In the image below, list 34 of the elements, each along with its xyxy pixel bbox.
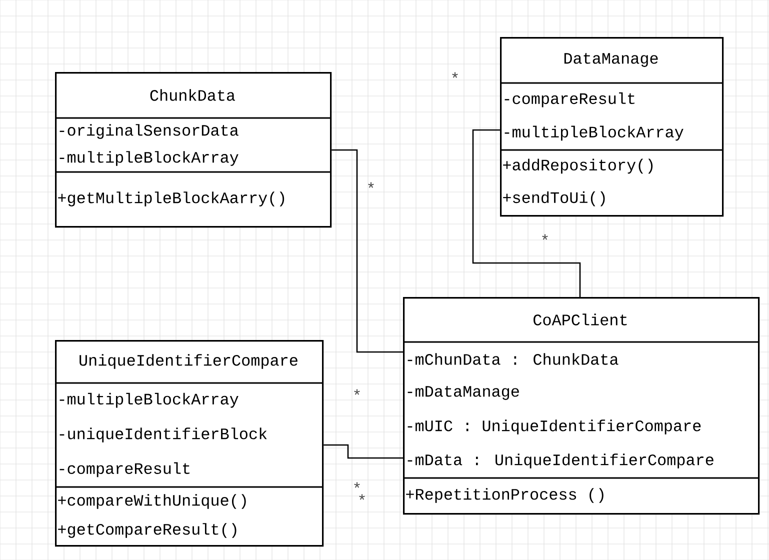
method-text: +compareWithUnique() bbox=[58, 494, 246, 509]
association-line bbox=[332, 149, 403, 353]
method-text: +getMultipleBlockAarry() bbox=[58, 192, 284, 206]
class-name: DataManage bbox=[564, 53, 658, 67]
attribute-text: -mDataManage bbox=[408, 386, 519, 400]
association-line bbox=[472, 129, 581, 297]
attribute-text: -mUIC : UniqueIdentifierCompare bbox=[408, 420, 701, 434]
attribute-text: -originalSensorData bbox=[60, 124, 238, 139]
method-text: +sendToUi() bbox=[503, 191, 605, 206]
multiplicity-label: * bbox=[542, 234, 548, 240]
class-box bbox=[500, 37, 724, 217]
class-name: UniqueIdentifierCompare bbox=[80, 354, 298, 369]
attribute-text: -mData : UniqueIdentifierCompare bbox=[408, 454, 714, 468]
multiplicity-label: * bbox=[354, 482, 360, 488]
multiplicity-label: * bbox=[359, 494, 365, 500]
class-name: ChunkData bbox=[150, 89, 235, 101]
attribute-text: -mChunData : ChunkData bbox=[408, 353, 618, 365]
attribute-text: -multipleBlockArray bbox=[60, 392, 238, 408]
attribute-text: -multipleBlockArray bbox=[504, 126, 684, 141]
method-text: +RepetitionProcess () bbox=[406, 488, 604, 503]
attribute-text: -compareResult bbox=[504, 92, 634, 108]
class-box bbox=[403, 297, 760, 515]
multiplicity-label: * bbox=[354, 389, 360, 395]
multiplicity-label: * bbox=[452, 72, 458, 78]
class-box bbox=[55, 72, 332, 228]
attribute-text: -uniqueIdentifierBlock bbox=[60, 428, 267, 442]
class-name: CoAPClient bbox=[534, 314, 627, 326]
association-line bbox=[324, 444, 403, 459]
method-text: +addRepository() bbox=[503, 158, 653, 174]
multiplicity-label: * bbox=[368, 182, 374, 188]
method-text: +getCompareResult() bbox=[58, 523, 236, 538]
attribute-text: -compareResult bbox=[60, 462, 190, 478]
class-box bbox=[55, 340, 324, 547]
attribute-text: -multipleBlockArray bbox=[60, 151, 238, 166]
